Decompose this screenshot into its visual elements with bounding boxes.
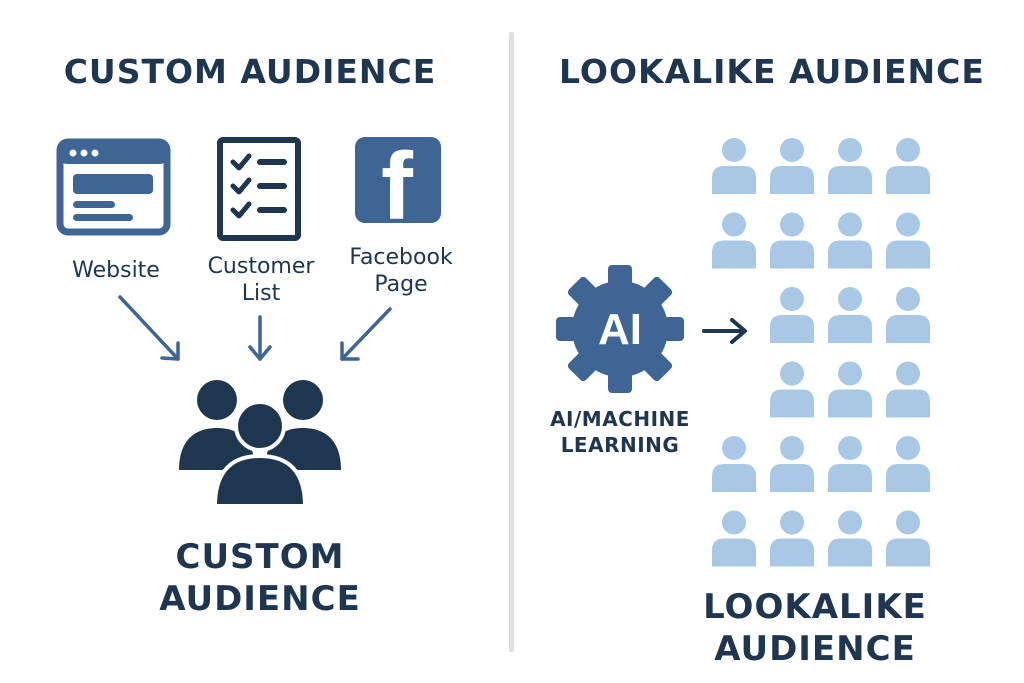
ai-gear-icon: AI xyxy=(556,265,684,393)
arrow-right-icon xyxy=(702,318,747,344)
facebook-arrow xyxy=(340,307,392,361)
person-icon xyxy=(828,510,872,567)
person-icon xyxy=(886,436,930,492)
person-icon xyxy=(886,361,930,418)
customer-list-arrow xyxy=(248,315,272,361)
lookalike-audience-result-line2: AUDIENCE xyxy=(714,629,916,669)
section-divider xyxy=(509,32,514,652)
person-icon xyxy=(886,510,930,567)
person-icon xyxy=(886,287,930,343)
facebook-page-label-line2: Page xyxy=(374,272,428,297)
facebook-logo-icon: f xyxy=(355,137,441,223)
lookalike-audience-heading: LOOKALIKE AUDIENCE xyxy=(559,52,985,91)
person-icon xyxy=(770,361,814,418)
website-label-text: Website xyxy=(72,258,160,283)
ai-ml-label-line1: AI/MACHINE xyxy=(550,407,690,431)
person-icon xyxy=(770,138,814,194)
person-icon xyxy=(828,436,872,492)
person-icon xyxy=(770,287,814,343)
ai-ml-label-line2: LEARNING xyxy=(560,433,680,457)
group-icon xyxy=(179,380,341,508)
facebook-logo-glyph: f xyxy=(381,137,413,224)
person-icon xyxy=(828,361,872,418)
person-icon xyxy=(828,138,872,194)
lookalike-audience-result-line1: LOOKALIKE xyxy=(703,587,927,627)
facebook-page-label-line1: Facebook xyxy=(349,245,453,270)
person-icon xyxy=(712,212,756,269)
ai-gear-text: AI xyxy=(598,305,642,354)
person-icon xyxy=(712,510,756,567)
person-icon xyxy=(828,287,872,343)
custom-audience-result-line1: CUSTOM xyxy=(175,537,345,577)
person-icon xyxy=(886,138,930,194)
customer-list-label: Customer List xyxy=(196,253,326,307)
custom-audience-result: CUSTOM AUDIENCE xyxy=(130,536,390,620)
person-icon xyxy=(712,436,756,492)
person-icon xyxy=(770,436,814,492)
person-icon xyxy=(712,138,756,194)
converging-arrows xyxy=(118,295,392,361)
person-icon xyxy=(770,510,814,567)
customer-list-label-line1: Customer xyxy=(207,254,315,279)
ai-ml-label: AI/MACHINE LEARNING xyxy=(536,406,704,458)
person-icon xyxy=(770,212,814,269)
lookalike-people-grid xyxy=(712,138,930,567)
custom-audience-result-line2: AUDIENCE xyxy=(159,579,361,619)
lookalike-audience-result: LOOKALIKE AUDIENCE xyxy=(680,586,950,670)
website-arrow xyxy=(118,295,180,361)
facebook-page-label: Facebook Page xyxy=(336,244,466,298)
checklist-icon xyxy=(217,137,301,241)
customer-list-label-line2: List xyxy=(241,281,281,306)
browser-window-icon xyxy=(56,138,171,236)
person-icon xyxy=(886,212,930,269)
website-label: Website xyxy=(56,257,176,284)
person-icon xyxy=(828,212,872,269)
custom-audience-heading: CUSTOM AUDIENCE xyxy=(63,52,437,91)
